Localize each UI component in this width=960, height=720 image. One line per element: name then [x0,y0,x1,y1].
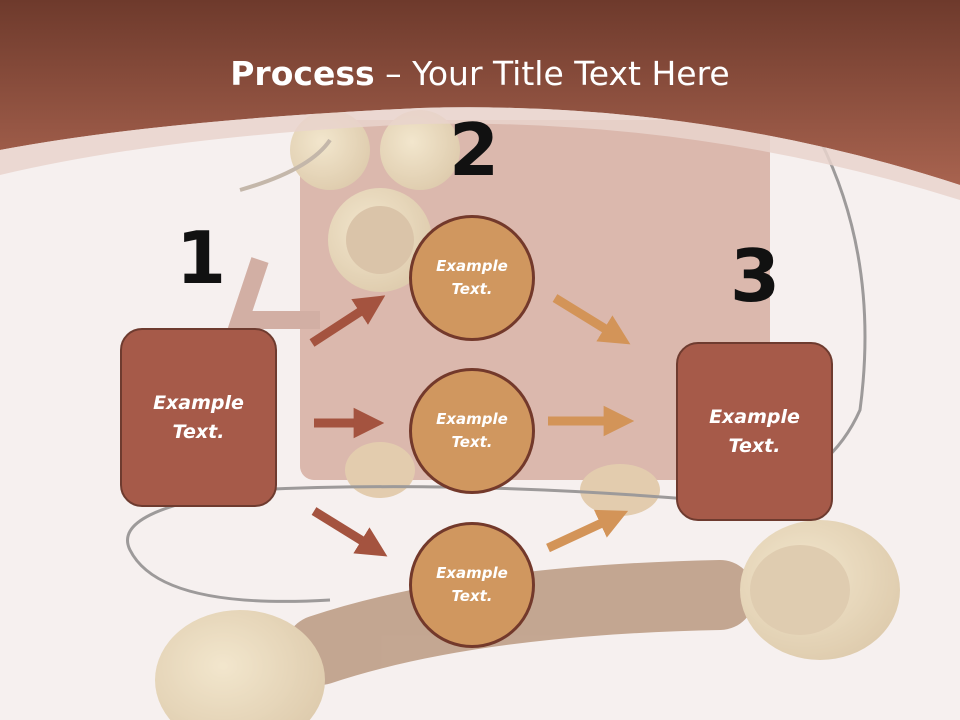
arrow-left-top [309,295,386,347]
step-number-3: 3 [730,234,781,318]
step-3-text: Example Text. [709,406,800,457]
arrow-left-bottom [311,507,388,557]
step-number-2: 2 [449,108,500,192]
title-bold: Process [230,54,375,93]
arrow-right-bottom [546,509,629,553]
circle-middle-text: Example Text. [436,409,508,451]
step-1-box: Example Text. [120,328,277,507]
page-title: Process – Your Title Text Here [0,54,960,93]
circle-top: Example Text. [409,215,535,341]
circle-bottom-text: Example Text. [436,563,508,605]
circle-middle: Example Text. [409,368,535,494]
title-rest: – Your Title Text Here [374,54,730,93]
step-3-box: Example Text. [676,342,833,521]
circle-top-text: Example Text. [436,256,508,298]
telephone-illustration [126,110,900,720]
step-number-1: 1 [176,216,227,300]
circle-bottom: Example Text. [409,522,535,648]
arrow-right-top [552,294,631,345]
step-1-text: Example Text. [153,392,244,443]
